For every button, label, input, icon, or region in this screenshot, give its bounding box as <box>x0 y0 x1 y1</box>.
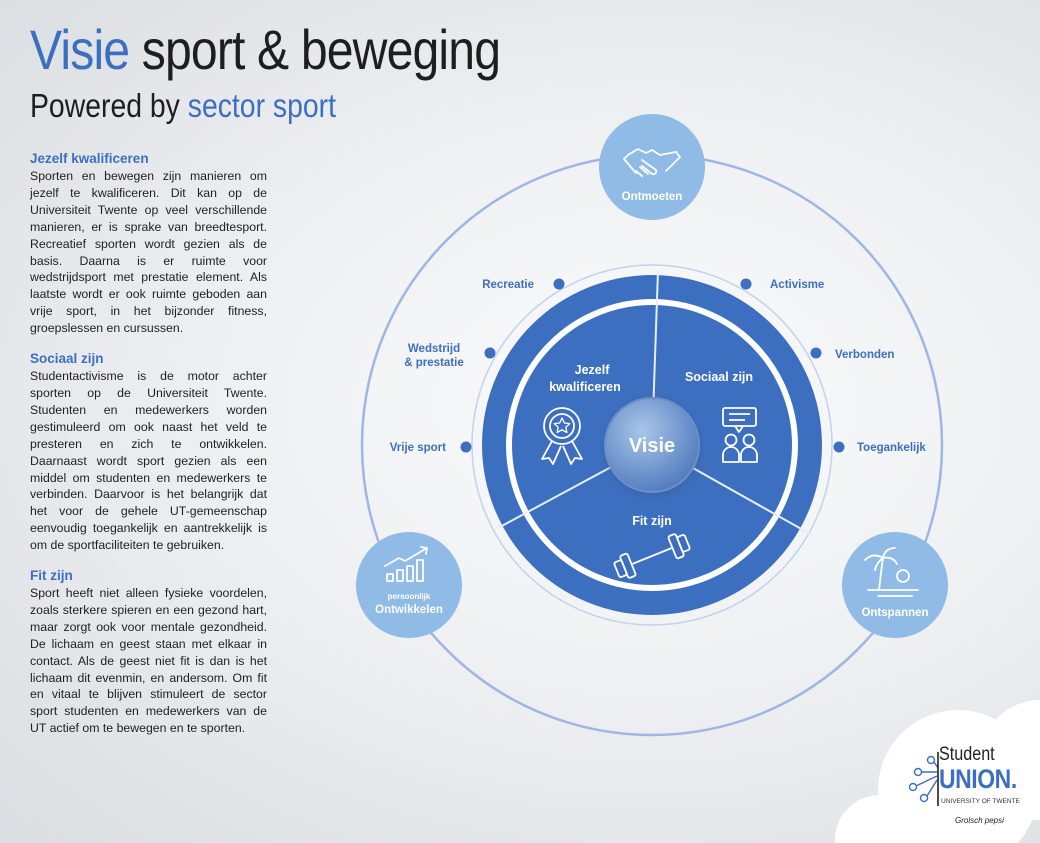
title-rest: sport & beweging <box>141 18 501 81</box>
ring-label-wedstrijd-line1: Wedstrijd <box>408 343 460 355</box>
ring-dot-recreatie <box>553 278 565 290</box>
node-ontspannen <box>842 532 948 638</box>
ring-dot-verbonden <box>810 347 822 359</box>
ring-dot-wedstrijd <box>484 347 496 359</box>
palm-beach-icon <box>864 547 919 597</box>
hub-label: Visie <box>629 435 675 457</box>
segment-sociaal: Sociaal zijn <box>685 370 753 384</box>
page-title: Visie sport & beweging <box>30 18 501 82</box>
section-body: Sporten en bewegen zijn manieren om jeze… <box>30 169 267 336</box>
segment-jezelf-line1: Jezelf <box>575 363 611 377</box>
ring-label-toegankelijk: Toegankelijk <box>857 442 926 454</box>
section-heading: Jezelf kwalificeren <box>30 151 149 166</box>
ring-label-activisme: Activisme <box>770 279 824 291</box>
section-body: Studentactivisme is de motor achter spor… <box>30 369 267 553</box>
node-ontwikkelen-small: persoonlijk <box>388 592 431 601</box>
medal-icon <box>541 407 583 465</box>
node-ontwikkelen <box>356 532 462 638</box>
ring-label-verbonden: Verbonden <box>835 349 894 361</box>
section-jezelf-kwalificeren: Jezelf kwalificeren Sporten en bewegen z… <box>30 150 267 337</box>
page-subtitle: Powered by sector sport <box>30 84 336 128</box>
title-accent: Visie <box>30 18 130 81</box>
handshake-icon <box>623 148 681 177</box>
growth-chart-icon <box>384 546 428 582</box>
logo-cloud <box>835 700 1040 843</box>
white-ring <box>506 299 798 591</box>
middle-ring <box>471 264 833 626</box>
people-chat-icon <box>722 407 758 463</box>
section-fit-zijn: Fit zijn Sport heeft niet alleen fysieke… <box>30 567 267 737</box>
student-union-logo: Student UNION. UNIVERSITY OF TWENTE Grol… <box>905 738 1030 833</box>
logo-mark-icon <box>908 752 939 806</box>
dumbbell-icon <box>613 533 691 579</box>
section-body: Sport heeft niet alleen fysieke voordele… <box>30 586 267 736</box>
ring-dot-toegankelijk <box>833 441 845 453</box>
logo-sponsors-text: Grolsch pepsi <box>955 816 1004 825</box>
ring-label-wedstrijd-line2: & prestatie <box>404 357 463 369</box>
subtitle-lead: Powered by <box>30 87 180 124</box>
ring-label-vrije-sport: Vrije sport <box>390 442 446 454</box>
logo-union-text: UNION. <box>939 764 1017 794</box>
ring-dot-activisme <box>740 278 752 290</box>
section-heading: Sociaal zijn <box>30 351 104 367</box>
section-sociaal-zijn: Sociaal zijn Studentactivisme is de moto… <box>30 350 267 554</box>
ring-label-recreatie: Recreatie <box>482 279 534 291</box>
text-column: Jezelf kwalificeren Sporten en bewegen z… <box>30 150 267 750</box>
logo-student-text: Student <box>939 744 995 765</box>
hub-circle <box>604 397 700 493</box>
node-ontwikkelen-label: Ontwikkelen <box>375 604 443 616</box>
segment-jezelf-line2: kwalificeren <box>549 380 621 394</box>
node-ontmoeten-label: Ontmoeten <box>622 191 683 203</box>
ring-dot-vrije-sport <box>460 441 472 453</box>
segment-fit: Fit zijn <box>632 514 672 528</box>
subtitle-accent: sector sport <box>187 87 337 124</box>
node-ontspannen-label: Ontspannen <box>861 607 928 619</box>
logo-university-text: UNIVERSITY OF TWENTE <box>941 798 1020 805</box>
section-heading: Fit zijn <box>30 568 73 584</box>
